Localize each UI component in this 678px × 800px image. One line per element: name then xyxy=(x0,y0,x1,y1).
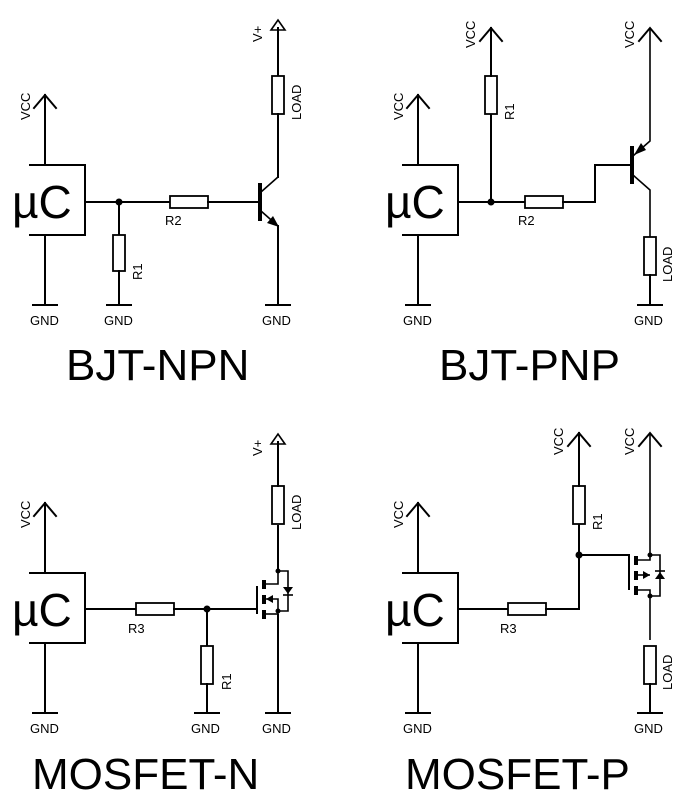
vplus-arrow-icon xyxy=(269,18,287,31)
gnd-label: GND xyxy=(634,721,663,736)
load-label: LOAD xyxy=(289,85,304,120)
microcontroller-label: µC xyxy=(385,584,445,636)
load-label: LOAD xyxy=(660,655,675,690)
load-label: LOAD xyxy=(289,495,304,530)
vplus-arrow-icon xyxy=(269,432,287,445)
vcc-label: VCC xyxy=(18,93,33,120)
gnd-label: GND xyxy=(104,313,133,328)
body-diode-icon xyxy=(283,587,293,594)
gnd-label: GND xyxy=(403,721,432,736)
load-resistor xyxy=(271,485,285,525)
gnd-label: GND xyxy=(30,721,59,736)
r1-label: R1 xyxy=(590,513,605,530)
resistor-r1 xyxy=(484,75,498,115)
gnd-label: GND xyxy=(262,313,291,328)
microcontroller-box xyxy=(29,164,86,236)
resistor-r1 xyxy=(200,645,214,685)
mosfet-n-circuit: VCC µC GND R3 R1 GND xyxy=(12,432,304,799)
load-resistor xyxy=(643,236,657,276)
r1-label: R1 xyxy=(219,673,234,690)
gnd-label: GND xyxy=(30,313,59,328)
body-diode-icon xyxy=(655,572,665,579)
title-mosfet-p: MOSFET-P xyxy=(405,750,630,799)
gnd-label: GND xyxy=(191,721,220,736)
microcontroller-box xyxy=(402,164,459,236)
emitter-arrow-icon xyxy=(634,143,646,155)
microcontroller-label: µC xyxy=(12,176,72,228)
vcc-arrow-icon xyxy=(405,93,431,110)
gnd-label: GND xyxy=(403,313,432,328)
resistor-r2 xyxy=(524,195,564,209)
vplus-label: V+ xyxy=(250,26,265,42)
vcc-label: VCC xyxy=(391,93,406,120)
vcc-label: VCC xyxy=(463,21,478,48)
resistor-r1 xyxy=(112,234,126,272)
resistor-r1 xyxy=(572,485,586,525)
vcc-label: VCC xyxy=(622,428,637,455)
resistor-r2 xyxy=(169,195,209,209)
vplus-label: V+ xyxy=(250,440,265,456)
mosfet-p-circuit: VCC µC GND R3 R1 VCC xyxy=(385,428,675,799)
r1-label: R1 xyxy=(130,263,145,280)
vcc-label: VCC xyxy=(18,501,33,528)
load-resistor xyxy=(643,645,657,685)
channel-arrow-icon xyxy=(266,595,273,603)
microcontroller-label: µC xyxy=(12,584,72,636)
vcc-arrow-icon xyxy=(566,431,592,448)
emitter-arrow-icon xyxy=(267,216,279,227)
bjt-pnp-circuit: VCC µC GND R1 VCC R2 VCC LOAD GND BJT-PN… xyxy=(385,21,675,390)
vcc-label: VCC xyxy=(551,428,566,455)
vcc-arrow-icon xyxy=(478,26,504,43)
vcc-arrow-icon xyxy=(405,501,431,518)
title-mosfet-n: MOSFET-N xyxy=(32,750,259,799)
load-resistor xyxy=(271,75,285,115)
r1-label: R1 xyxy=(502,103,517,120)
title-bjt-pnp: BJT-PNP xyxy=(439,341,620,390)
resistor-r3 xyxy=(135,602,175,616)
vcc-arrow-icon xyxy=(637,26,663,43)
vcc-label: VCC xyxy=(391,501,406,528)
r3-label: R3 xyxy=(128,621,145,636)
gnd-label: GND xyxy=(634,313,663,328)
r2-label: R2 xyxy=(518,213,535,228)
load-label: LOAD xyxy=(660,247,675,282)
vcc-label: VCC xyxy=(622,21,637,48)
n-mosfet xyxy=(256,568,293,619)
channel-arrow-icon xyxy=(643,571,650,579)
vcc-arrow-icon xyxy=(32,501,58,518)
microcontroller-label: µC xyxy=(385,176,445,228)
r2-label: R2 xyxy=(165,213,182,228)
p-mosfet xyxy=(628,433,665,640)
resistor-r3 xyxy=(507,602,547,616)
bjt-npn-circuit: VCC µC GND R1 GND R2 LOAD V+ xyxy=(12,18,304,390)
r3-label: R3 xyxy=(500,621,517,636)
title-bjt-npn: BJT-NPN xyxy=(66,341,249,390)
vcc-arrow-icon xyxy=(637,431,663,448)
vcc-arrow-icon xyxy=(32,93,58,110)
gnd-label: GND xyxy=(262,721,291,736)
